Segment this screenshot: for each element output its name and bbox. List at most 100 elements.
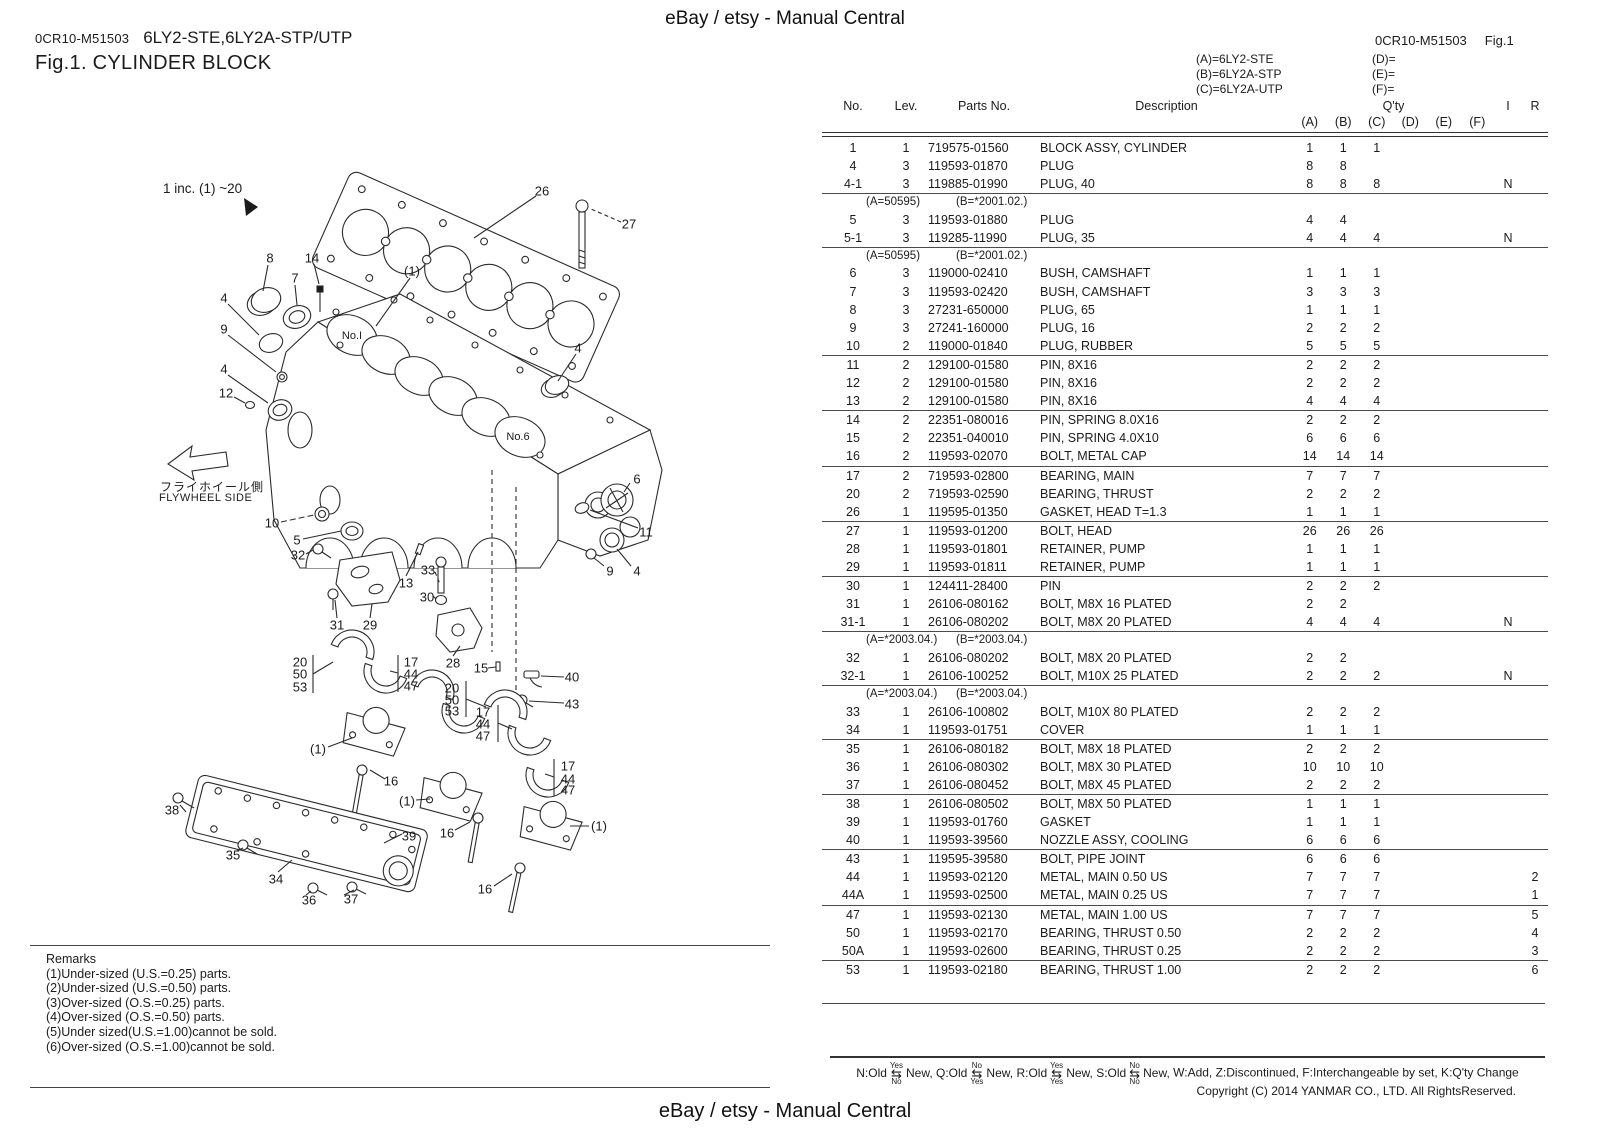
legend-post: New,: [1143, 1065, 1174, 1080]
table-note-row: (A=*2003.04.)(B=*2003.04.): [822, 631, 1548, 649]
qty-col-header: (E): [1435, 115, 1453, 129]
cell-description: BOLT, M8X 30 PLATED: [1040, 759, 1172, 774]
cell-parts-no: 119593-02170: [928, 925, 1008, 940]
cell-qty: [1394, 522, 1428, 540]
cell-qty: 7: [1373, 907, 1381, 922]
cell-qty: 2: [1306, 741, 1314, 756]
diagram-callout: 6: [633, 471, 641, 487]
cell-parts-no: 119593-01760: [928, 815, 1008, 830]
cell-qty: [1461, 447, 1495, 465]
note-applicability-b: (B=*2003.04.): [956, 634, 1028, 647]
cell-qty: 1: [1373, 141, 1381, 155]
cell-qty: [1427, 776, 1461, 794]
cell-lev: 3: [902, 212, 910, 227]
cell-i: [1494, 886, 1522, 904]
cell-no: 47: [846, 907, 860, 922]
note-pointer-triangle: [244, 198, 258, 216]
cell-qty: 7: [1373, 468, 1381, 483]
model-legend-right: (D)=(E)=(F)=: [1372, 52, 1396, 97]
diagram-callout: 28: [445, 655, 461, 671]
diagram-callout: 9: [220, 321, 228, 337]
cell-qty: [1394, 558, 1428, 576]
doc-code: 0CR10-M51503: [35, 31, 130, 46]
cell-i: [1494, 906, 1522, 924]
note-applicability-b: (B=*2003.04.): [956, 688, 1028, 701]
cell-qty: 1: [1306, 815, 1314, 830]
cell-qty: [1461, 211, 1495, 229]
cell-qty: [1394, 356, 1428, 374]
cell-lev: 1: [902, 615, 910, 630]
diagram-callout: 27: [621, 216, 637, 232]
cell-qty: 8: [1339, 159, 1347, 174]
cell-parts-no: 119593-01880: [928, 212, 1008, 227]
cell-no: 5: [849, 212, 857, 227]
cell-qty: 2: [1306, 943, 1314, 958]
cell-qty: [1461, 356, 1495, 374]
left-small-parts: [244, 285, 324, 421]
cell-qty: [1394, 868, 1428, 886]
figure-title: Fig.1. CYLINDER BLOCK: [35, 52, 272, 74]
cell-no: 40: [846, 833, 860, 848]
cell-lev: 1: [902, 962, 910, 977]
interchange-arrow-icon: No⇆Yes: [970, 1062, 983, 1086]
cell-qty: 2: [1373, 413, 1381, 428]
cell-parts-no: 119593-02120: [928, 870, 1008, 885]
cell-r: [1522, 540, 1548, 558]
cell-qty: [1427, 411, 1461, 429]
cell-no: 4: [849, 159, 857, 174]
cell-qty: [1394, 283, 1428, 301]
cell-description: BOLT, M8X 16 PLATED: [1040, 597, 1172, 612]
cell-qty: 1: [1339, 797, 1347, 811]
cell-qty: [1461, 264, 1495, 282]
cell-i: [1494, 356, 1522, 374]
cell-qty: [1461, 503, 1495, 521]
cell-parts-no: 119593-01200: [928, 523, 1008, 538]
cell-no: 8: [849, 302, 857, 317]
cell-qty: 6: [1373, 431, 1381, 446]
cell-parts-no: 119593-39560: [928, 833, 1008, 848]
cell-qty: 2: [1306, 579, 1314, 594]
arrow-top-label: Yes: [889, 1061, 903, 1070]
cell-qty: 7: [1306, 870, 1314, 885]
cell-qty: [1427, 649, 1461, 667]
cell-qty: [1427, 337, 1461, 355]
cell-r: [1522, 667, 1548, 685]
cell-qty: 4: [1339, 230, 1347, 245]
label-brackets: [312, 655, 555, 796]
cell-no: 4-1: [843, 177, 863, 192]
cell-description: METAL, MAIN 0.50 US: [1040, 870, 1168, 885]
cell-lev: 1: [902, 559, 910, 574]
cell-qty: [1394, 758, 1428, 776]
cell-i: [1494, 649, 1522, 667]
legend-post: New,: [1066, 1065, 1097, 1080]
cell-qty: [1394, 175, 1428, 193]
cell-qty: 1: [1306, 302, 1314, 317]
col-header-lev: Lev.: [894, 99, 918, 113]
diagram-callout: 36: [301, 892, 317, 908]
cell-qty: 6: [1373, 852, 1381, 867]
cell-i: [1494, 485, 1522, 503]
cell-qty: 2: [1306, 650, 1314, 665]
qty-col-header: (C): [1368, 115, 1386, 129]
interchange-arrow-icon: No⇆No: [1129, 1062, 1140, 1086]
cell-parts-no: 119285-11990: [928, 230, 1007, 245]
cell-qty: [1394, 447, 1428, 465]
cell-qty: [1394, 906, 1428, 924]
cell-qty: 8: [1306, 159, 1314, 174]
cell-qty: 2: [1306, 357, 1314, 372]
cell-qty: 2: [1373, 486, 1381, 501]
copyright-line: Copyright (C) 2014 YANMAR CO., LTD. All …: [1196, 1084, 1516, 1098]
cell-qty: 4: [1339, 212, 1347, 227]
cell-qty: [1461, 467, 1495, 485]
cell-qty: 2: [1306, 376, 1314, 391]
cell-qty: [1427, 175, 1461, 193]
cell-qty: 2: [1339, 962, 1347, 977]
cell-description: BOLT, M10X 80 PLATED: [1040, 704, 1179, 719]
cell-r: [1522, 429, 1548, 447]
cell-i: [1494, 813, 1522, 831]
diagram-callout: 20: [292, 654, 308, 670]
cell-qty: 1: [1306, 504, 1314, 519]
cell-qty: [1427, 374, 1461, 392]
